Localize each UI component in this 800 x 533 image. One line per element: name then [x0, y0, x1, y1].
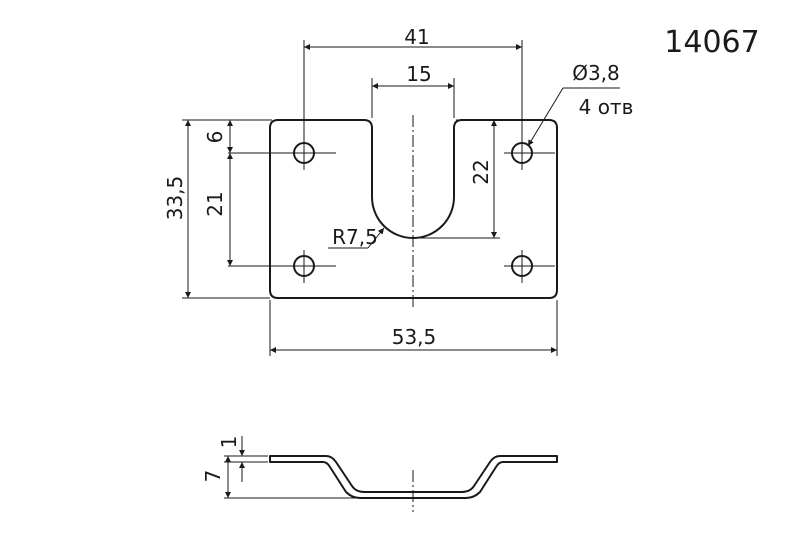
- dim-vertical-hole-spacing-label: 21: [203, 191, 227, 216]
- side-view: 1 7: [201, 436, 558, 512]
- dim-overall-width: 53,5: [269, 300, 558, 356]
- dim-slot-depth: 22: [413, 119, 500, 239]
- dim-slot-width: 15: [371, 62, 455, 118]
- dim-overall-height: 33,5: [163, 119, 270, 299]
- dim-slot-radius: R7,5: [328, 225, 385, 249]
- plan-view: 41 15 Ø3,8 4 отв 6 21: [163, 25, 633, 356]
- dim-slot-depth-label: 22: [469, 159, 493, 184]
- dim-bend-height-label: 7: [201, 470, 225, 483]
- bent-plate-profile: [269, 455, 558, 499]
- dim-overall-width-label: 53,5: [392, 325, 437, 349]
- hole-diameter-label: Ø3,8: [572, 61, 620, 85]
- hole-count-label: 4 отв: [579, 95, 634, 119]
- dim-top-offset-label: 6: [203, 131, 227, 144]
- dim-hole-diameter: Ø3,8 4 отв: [527, 61, 634, 147]
- hole-centerlines: [228, 137, 555, 283]
- dim-slot-radius-label: R7,5: [332, 225, 378, 249]
- dim-hole-spacing-label: 41: [404, 25, 429, 49]
- dim-slot-width-label: 15: [406, 62, 431, 86]
- dim-hole-spacing: 41: [303, 25, 523, 137]
- dim-thickness: 1: [217, 436, 245, 482]
- dim-overall-height-label: 33,5: [163, 176, 187, 221]
- dim-bend-height: 7: [201, 456, 231, 498]
- part-number: 14067: [664, 25, 759, 60]
- dim-thickness-label: 1: [217, 436, 241, 449]
- dim-top-offset: 6: [203, 119, 272, 153]
- dim-vertical-hole-spacing: 21: [203, 153, 233, 266]
